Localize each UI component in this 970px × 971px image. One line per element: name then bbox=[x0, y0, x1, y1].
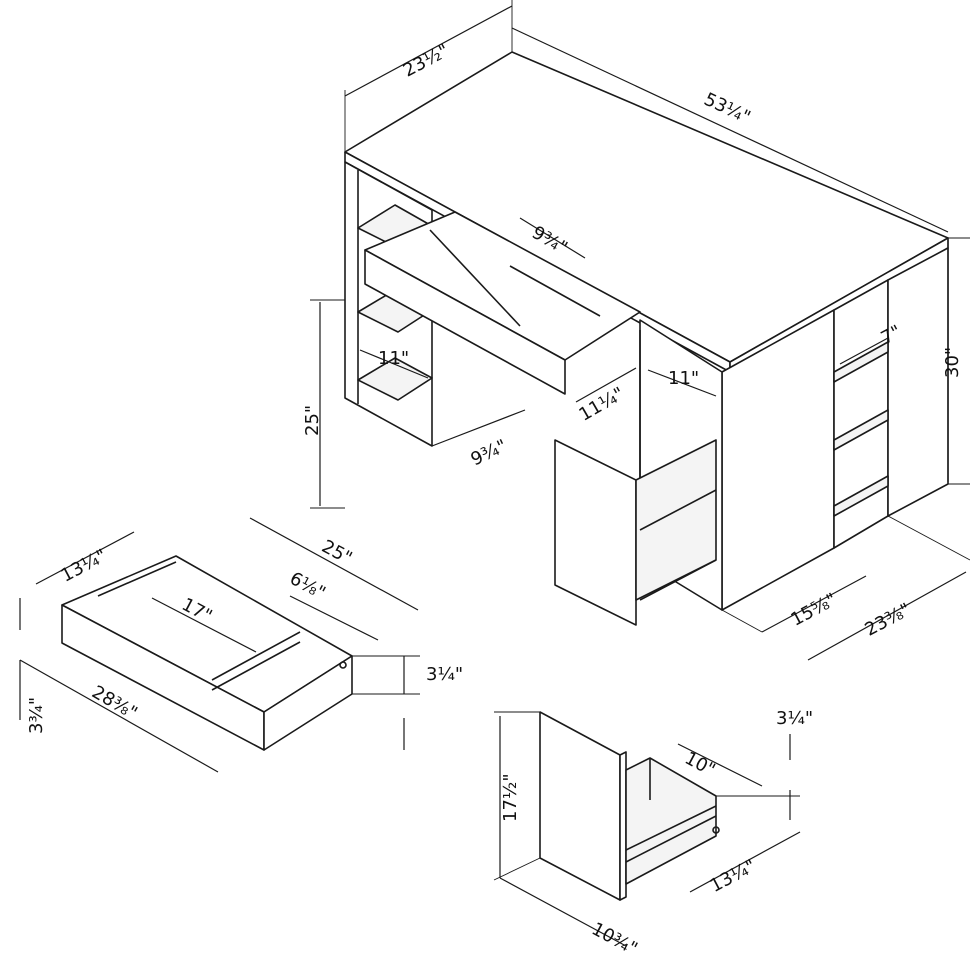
file-drawer-box-depth-label: 13¼" bbox=[707, 855, 760, 896]
left-shelf-width-label: 11" bbox=[378, 348, 409, 369]
keyboard-drawer-compartment-label: 6⅛" bbox=[286, 568, 329, 604]
drawer-opening-height-label: 11¼" bbox=[575, 383, 628, 426]
keyboard-drawer-front-height-label: 3¾" bbox=[26, 697, 47, 734]
cabinet-width-label: 11" bbox=[668, 368, 699, 389]
keyboard-drawer bbox=[61, 555, 353, 751]
overall-depth-bottom-label: 23⅜" bbox=[862, 599, 915, 640]
keyboard-drawer-length-label: 25" bbox=[318, 536, 355, 569]
keyboard-drawer-overall-length-label: 28⅜" bbox=[88, 682, 141, 725]
file-drawer-front bbox=[554, 439, 637, 626]
file-drawer bbox=[539, 711, 720, 901]
cabinet-depth-label: 15⅝" bbox=[788, 589, 841, 630]
desk bbox=[344, 51, 949, 626]
file-drawer-box-length-label: 10" bbox=[681, 748, 718, 781]
right-shelf-3 bbox=[833, 475, 889, 517]
file-drawer-panel-edge bbox=[619, 751, 627, 901]
right-shelf-1 bbox=[833, 341, 889, 383]
file-drawer-dimensions: 17½" 10¾" 10" 3¼" 13¼" bbox=[493, 708, 813, 960]
keyboard-drawer-depth-label: 13¼" bbox=[58, 545, 111, 586]
desk-width-label: 53¼" bbox=[701, 89, 754, 129]
file-drawer-panel bbox=[539, 711, 621, 901]
file-drawer-front-width-label: 10¾" bbox=[588, 918, 641, 959]
desk-height-label: 30" bbox=[942, 347, 963, 378]
file-drawer-box-height-label: 3¼" bbox=[776, 708, 813, 729]
right-shelf-unit-side bbox=[887, 247, 949, 517]
desk-depth-label: 23½" bbox=[400, 40, 453, 81]
keyboard-drawer-knob bbox=[339, 661, 347, 669]
file-drawer-front-height-label: 17½" bbox=[500, 773, 521, 822]
right-shelf-2 bbox=[833, 409, 889, 451]
keyboard-tray-front bbox=[364, 249, 566, 395]
leg-clearance-label: 25" bbox=[302, 405, 323, 436]
left-shelf-bottom bbox=[357, 357, 433, 401]
keyboard-drawer-box-height-label: 3¼" bbox=[426, 664, 463, 685]
keyboard-drawer-dimensions: 13¼" 25" 17" 6⅛" 28⅜" 3¾" 3¼" bbox=[19, 517, 463, 773]
left-shelf-depth-label: 9¾" bbox=[468, 436, 511, 471]
file-drawer-knob bbox=[712, 826, 720, 834]
